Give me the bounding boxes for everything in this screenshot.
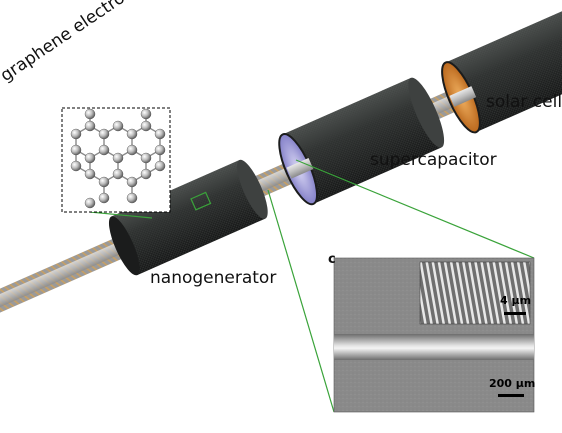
sem-inset (419, 261, 531, 325)
graphene-callout-box (190, 191, 212, 211)
sem-callout-lines (267, 159, 535, 413)
inset-scale-label: 4 μm (500, 294, 532, 307)
supercapacitor-label: supercapacitor (370, 150, 497, 170)
solar-cell-shell (441, 10, 562, 134)
solar-cell-label: solar cell (486, 92, 562, 112)
fiber-assembly (0, 10, 562, 321)
sem-fiber (334, 334, 534, 360)
sem-panel (333, 257, 535, 413)
panel-label: c (328, 252, 336, 267)
graphene-callout (61, 107, 171, 219)
inset-scale-bar (504, 312, 526, 315)
graphene-atoms (70, 108, 166, 209)
nanogenerator-label: nanogenerator (150, 268, 277, 288)
nanogenerator-shell (108, 159, 268, 276)
supercapacitor-shell (278, 77, 445, 206)
main-scale-bar (498, 394, 524, 397)
main-scale-label: 200 μm (489, 377, 536, 390)
